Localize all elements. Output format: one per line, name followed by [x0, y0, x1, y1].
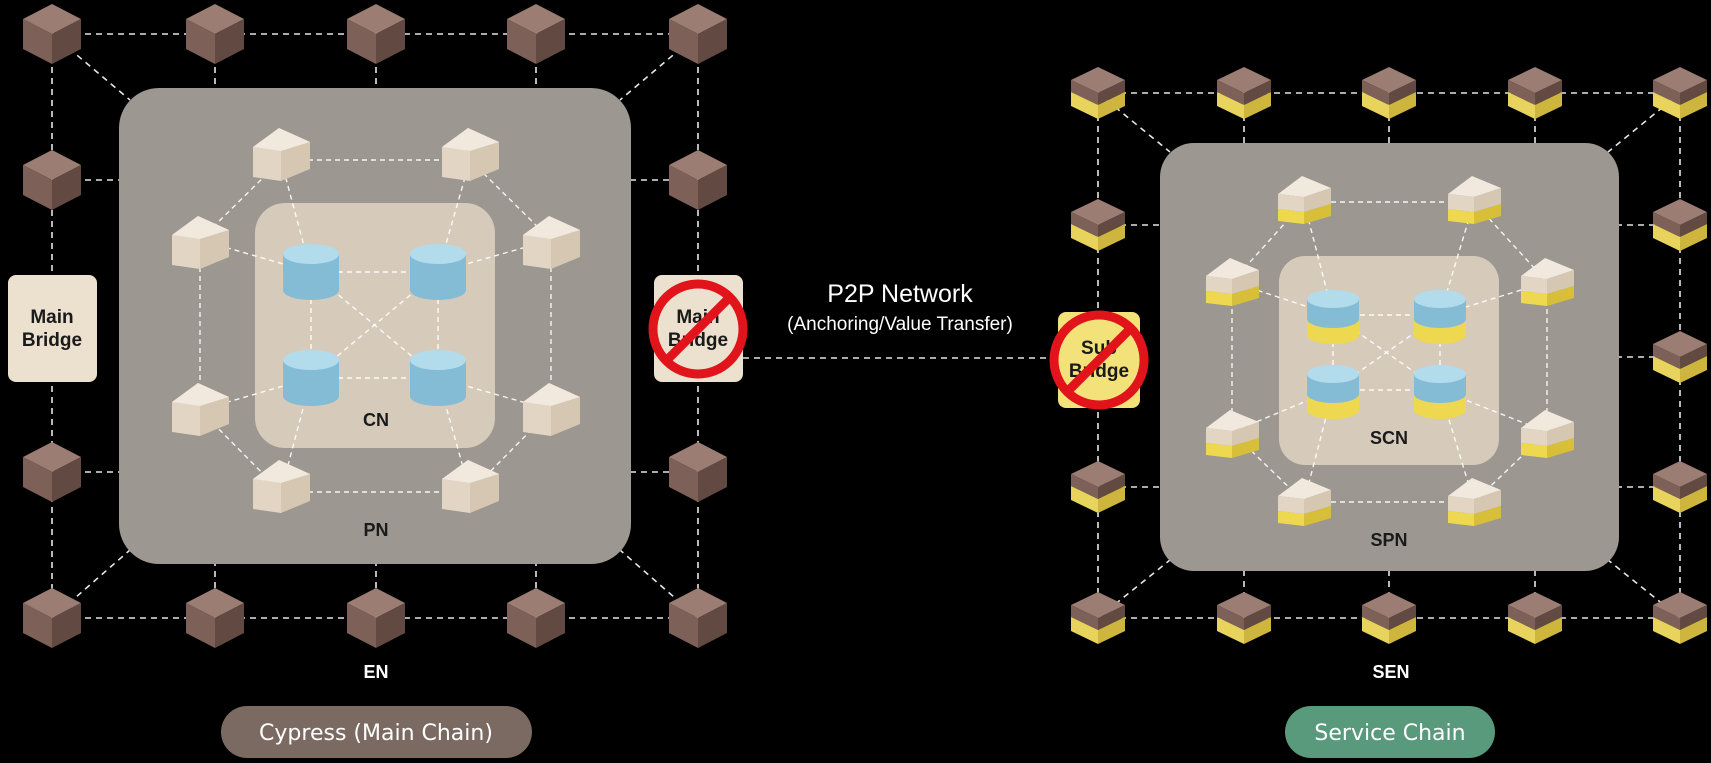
scn-node-database-icon: [1414, 365, 1466, 419]
cn-node-database-icon: [283, 244, 339, 300]
sen-node-cube-icon: [1362, 592, 1416, 644]
cn-node-database-icon: [283, 350, 339, 406]
en-node-cube-icon: [507, 4, 565, 64]
sen-node-cube-icon: [1071, 592, 1125, 644]
en-node-cube-icon: [23, 442, 81, 502]
sub-bridge: Sub Bridge: [1054, 312, 1144, 408]
scn-label: SCN: [1370, 428, 1408, 448]
main-bridge-left-line1: Main: [30, 307, 73, 328]
en-node-cube-icon: [23, 4, 81, 64]
sen-node-cube-icon: [1653, 592, 1707, 644]
p2p-title: P2P Network: [827, 280, 973, 308]
sen-node-cube-icon: [1362, 67, 1416, 119]
service-chain-name: Service Chain: [1314, 721, 1465, 746]
en-node-cube-icon: [347, 4, 405, 64]
cn-node-database-icon: [410, 350, 466, 406]
service-chain-pill: Service Chain: [1285, 706, 1495, 758]
en-node-cube-icon: [669, 588, 727, 648]
sen-node-cube-icon: [1071, 67, 1125, 119]
cn-label: CN: [363, 410, 389, 430]
sen-node-cube-icon: [1217, 67, 1271, 119]
en-node-cube-icon: [23, 150, 81, 210]
en-node-cube-icon: [23, 588, 81, 648]
sen-node-cube-icon: [1217, 592, 1271, 644]
en-node-cube-icon: [347, 588, 405, 648]
en-node-cube-icon: [669, 150, 727, 210]
sen-node-cube-icon: [1653, 199, 1707, 251]
scn-node-database-icon: [1414, 290, 1466, 344]
sen-node-cube-icon: [1653, 461, 1707, 513]
main-chain-pill: Cypress (Main Chain): [221, 706, 532, 758]
en-node-cube-icon: [507, 588, 565, 648]
scn-node-database-icon: [1307, 290, 1359, 344]
sen-node-cube-icon: [1508, 67, 1562, 119]
sen-node-cube-icon: [1653, 67, 1707, 119]
sen-node-cube-icon: [1508, 592, 1562, 644]
main-bridge-left-line2: Bridge: [22, 330, 82, 351]
sen-node-cube-icon: [1653, 331, 1707, 383]
en-node-cube-icon: [669, 442, 727, 502]
p2p-network: P2P Network (Anchoring/Value Transfer): [743, 280, 1054, 359]
en-label: EN: [363, 662, 388, 682]
spn-label: SPN: [1370, 530, 1407, 550]
sen-node-cube-icon: [1071, 461, 1125, 513]
pn-label: PN: [363, 520, 388, 540]
service-chain-network: SCN SPN SEN Sub Bridge Service Chain: [1054, 67, 1707, 758]
main-chain-name: Cypress (Main Chain): [259, 721, 493, 746]
en-node-cube-icon: [186, 588, 244, 648]
main-bridge-right: Main Bridge: [653, 275, 743, 382]
scn-node-database-icon: [1307, 365, 1359, 419]
en-node-cube-icon: [186, 4, 244, 64]
main-bridge-left: Main Bridge: [8, 275, 97, 382]
cn-node-database-icon: [410, 244, 466, 300]
sen-node-cube-icon: [1071, 199, 1125, 251]
main-chain-network: CN PN EN Main Bridge Main Bridge Cypress…: [8, 4, 743, 758]
sen-label: SEN: [1372, 662, 1409, 682]
p2p-subtitle: (Anchoring/Value Transfer): [787, 314, 1013, 335]
en-node-cube-icon: [669, 4, 727, 64]
